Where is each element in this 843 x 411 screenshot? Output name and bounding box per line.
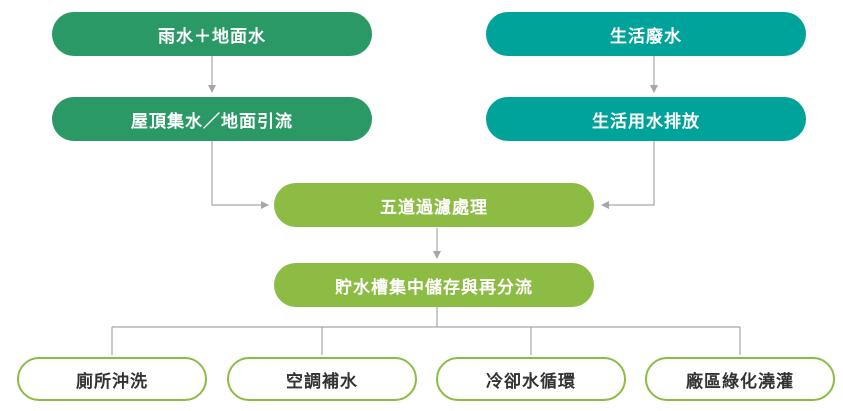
arrow-roof-to-filtration — [211, 141, 269, 209]
node-storage-tank: 貯水槽集中儲存與再分流 — [274, 263, 594, 307]
node-use-greening-irrigation: 廠區綠化澆灌 — [645, 357, 835, 401]
node-use-ac-makeup: 空調補水 — [227, 357, 417, 401]
node-use-cooling-circulation: 冷卻水循環 — [436, 357, 626, 401]
node-domestic-wastewater: 生活廢水 — [486, 12, 806, 56]
node-roof-ground-drainage: 屋頂集水／地面引流 — [52, 97, 372, 141]
node-five-stage-filtration: 五道過濾處理 — [274, 183, 594, 227]
node-domestic-discharge: 生活用水排放 — [486, 97, 806, 141]
node-use-toilet-flushing: 廁所沖洗 — [17, 357, 207, 401]
arrow-discharge-to-filtration — [601, 141, 655, 209]
node-rain-ground-water: 雨水＋地面水 — [52, 12, 372, 56]
